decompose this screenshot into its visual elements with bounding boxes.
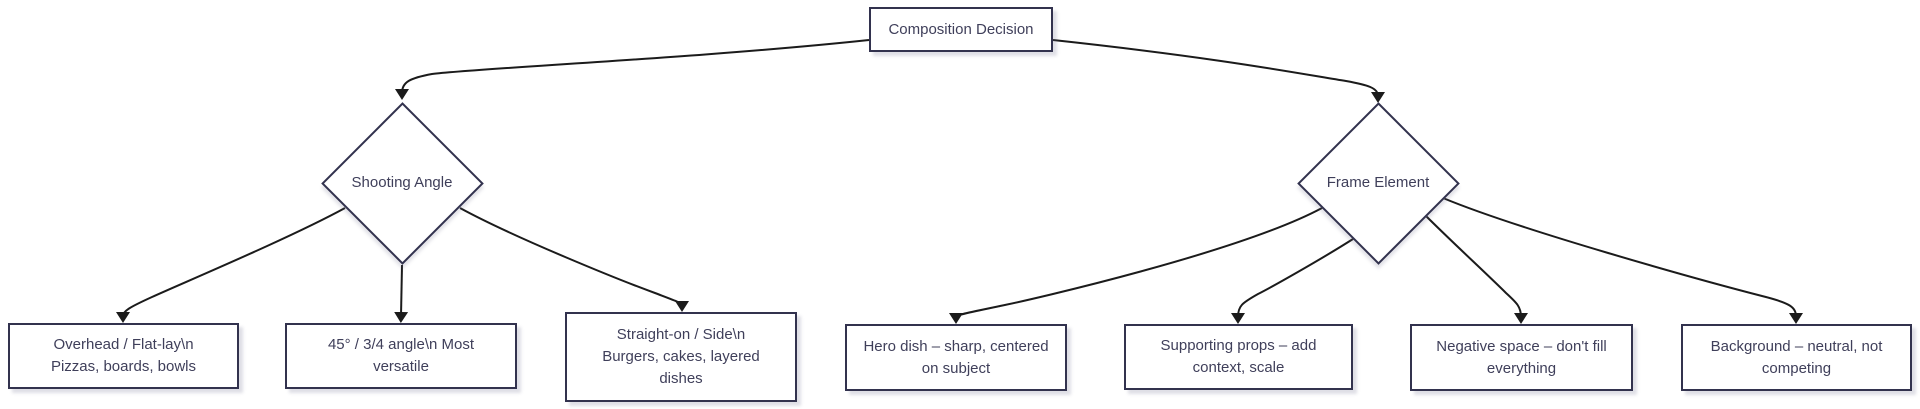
- edge-shooting-angle-to-45-angle: [394, 264, 409, 323]
- node-supporting-props: Supporting props – add context, scale: [1124, 324, 1353, 390]
- node-label: Frame Element: [1326, 174, 1430, 192]
- node-background: Background – neutral, not competing: [1681, 324, 1912, 391]
- node-hero-dish: Hero dish – sharp, centered on subject: [845, 324, 1067, 391]
- node-label: Background – neutral, not competing: [1710, 337, 1883, 377]
- node-straight-on-side: Straight-on / Side\n Burgers, cakes, lay…: [565, 312, 797, 402]
- node-label: Overhead / Flat-lay\n Pizzas, boards, bo…: [50, 336, 197, 375]
- edge-frame-element-to-background: [1442, 197, 1803, 324]
- node-45-angle: 45° / 3/4 angle\n Most versatile: [285, 323, 517, 389]
- edge-frame-element-to-negative-space: [1425, 215, 1528, 324]
- node-composition-decision: Composition Decision: [869, 7, 1053, 52]
- node-negative-space: Negative space – don't fill everything: [1410, 324, 1633, 391]
- node-label: Shooting Angle: [351, 174, 453, 192]
- edge-shooting-angle-to-straight-on: [459, 207, 689, 312]
- edge-frame-element-to-supporting-props: [1231, 238, 1354, 324]
- node-overhead-flat-lay: Overhead / Flat-lay\n Pizzas, boards, bo…: [8, 323, 239, 389]
- edge-root-to-frame-element: [1052, 39, 1385, 103]
- node-label: Supporting props – add context, scale: [1160, 337, 1317, 376]
- edge-shooting-angle-to-overhead: [116, 207, 346, 323]
- node-label: Negative space – don't fill everything: [1436, 337, 1607, 377]
- node-shooting-angle: Shooting Angle: [320, 101, 484, 265]
- node-label: Straight-on / Side\n Burgers, cakes, lay…: [602, 326, 760, 387]
- node-label: 45° / 3/4 angle\n Most versatile: [327, 336, 475, 375]
- edge-root-to-shooting-angle: [395, 39, 870, 100]
- node-label: Composition Decision: [888, 20, 1034, 38]
- node-frame-element: Frame Element: [1296, 101, 1460, 265]
- node-label: Hero dish – sharp, centered on subject: [863, 337, 1049, 377]
- edge-frame-element-to-hero-dish: [949, 207, 1323, 324]
